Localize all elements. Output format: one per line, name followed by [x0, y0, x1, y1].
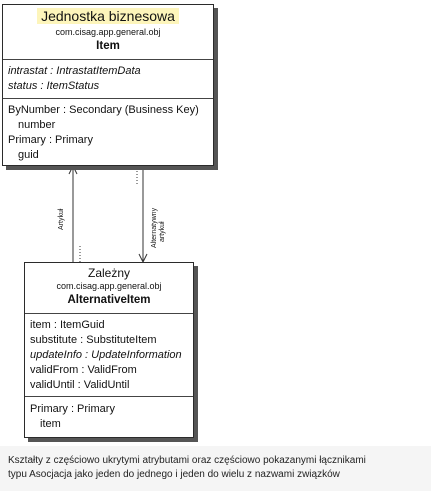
role-label-artykul: Artykuł — [58, 208, 65, 230]
caption-line: typu Asocjacja jako jeden do jednego i j… — [8, 468, 340, 480]
role-label-line2: artykuł — [159, 221, 166, 242]
package-label: com.cisag.app.general.obj — [55, 27, 161, 37]
class-name: Item — [96, 40, 120, 52]
attribute-row: intrastat : IntrastatItemData — [8, 65, 141, 77]
stereotype-label: Jednostka biznesowa — [37, 8, 179, 24]
role-label-alternatywny: Alternatywny artykuł — [151, 208, 167, 248]
attribute-row: item : ItemGuid — [30, 319, 105, 331]
role-label-line1: Alternatywny — [151, 207, 158, 248]
stereotype-label: Zależny — [87, 266, 131, 280]
key-row: ByNumber : Secondary (Business Key) — [8, 104, 199, 116]
package-label: com.cisag.app.general.obj — [56, 281, 162, 291]
class-item-header: Jednostka biznesowa com.cisag.app.genera… — [3, 5, 213, 59]
class-alternative-item[interactable]: Zależny com.cisag.app.general.obj Altern… — [24, 262, 194, 438]
attribute-row: status : ItemStatus — [8, 80, 100, 92]
caption-line: Kształty z częściowo ukrytymi atrybutami… — [8, 455, 366, 466]
class-alternative-item-header: Zależny com.cisag.app.general.obj Altern… — [25, 263, 193, 313]
class-name: AlternativeItem — [67, 294, 151, 306]
association-connectors — [68, 164, 148, 264]
attributes-section: intrastat : IntrastatItemData status : I… — [3, 59, 213, 98]
key-field: guid — [18, 149, 39, 161]
class-item[interactable]: Jednostka biznesowa com.cisag.app.genera… — [2, 4, 214, 166]
attribute-row: validFrom : ValidFrom — [30, 364, 137, 376]
key-field: number — [18, 119, 56, 131]
attributes-section: item : ItemGuid substitute : SubstituteI… — [25, 313, 193, 396]
figure-caption: Kształty z częściowo ukrytymi atrybutami… — [0, 446, 431, 491]
attribute-row: validUntil : ValidUntil — [30, 379, 130, 391]
arrowhead-up — [68, 164, 78, 175]
keys-section: Primary : Primary item — [25, 396, 193, 434]
key-field: item — [40, 418, 61, 430]
attribute-row: substitute : SubstituteItem — [30, 334, 157, 346]
keys-section: ByNumber : Secondary (Business Key) numb… — [3, 98, 213, 165]
attribute-row: updateInfo : UpdateInformation — [30, 349, 182, 361]
key-row: Primary : Primary — [30, 403, 115, 415]
key-row: Primary : Primary — [8, 134, 93, 146]
